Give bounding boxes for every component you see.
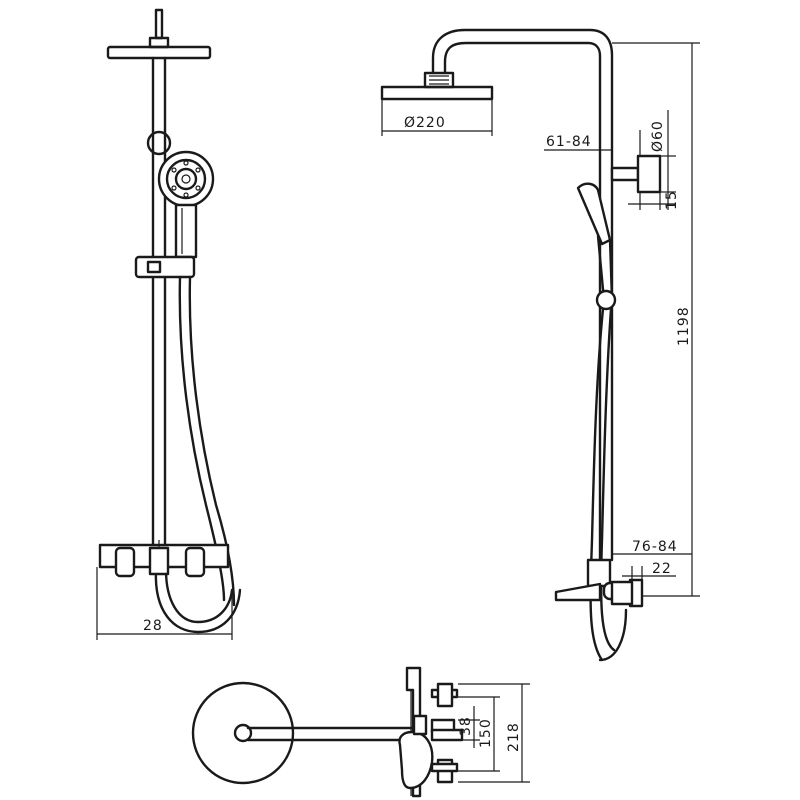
side-rain-head bbox=[380, 71, 494, 101]
front-slide-bracket bbox=[134, 255, 196, 279]
side-hand-shower bbox=[576, 182, 617, 311]
front-mixer bbox=[98, 540, 230, 578]
top-mixer bbox=[398, 714, 464, 790]
dim-head-diameter: Ø220 bbox=[404, 115, 446, 131]
dim-arm-projection: 61-84 bbox=[546, 134, 592, 150]
dim-width-front: 28 bbox=[143, 618, 163, 634]
front-view: 28 bbox=[96, 8, 242, 640]
dim-bracket-diameter: Ø60 bbox=[650, 120, 666, 152]
side-view: Ø220 61-84 Ø60 15 bbox=[380, 28, 700, 662]
dim-bracket-depth: 15 bbox=[664, 190, 680, 210]
side-mixer bbox=[554, 558, 644, 608]
dim-inlet-spacing-small: 38 bbox=[458, 716, 474, 736]
dim-inlet-spacing-mid: 150 bbox=[478, 718, 494, 748]
side-wall-bracket bbox=[610, 154, 662, 194]
dim-overall-depth: 218 bbox=[506, 722, 522, 752]
dim-total-height: 1198 bbox=[676, 306, 692, 346]
front-hand-shower bbox=[157, 150, 215, 259]
front-rain-head bbox=[106, 45, 212, 60]
top-rain-head bbox=[191, 681, 295, 785]
dim-mixer-offset: 22 bbox=[652, 561, 672, 577]
dim-mixer-projection: 76-84 bbox=[632, 539, 678, 555]
top-view: 218 150 38 bbox=[191, 666, 530, 798]
